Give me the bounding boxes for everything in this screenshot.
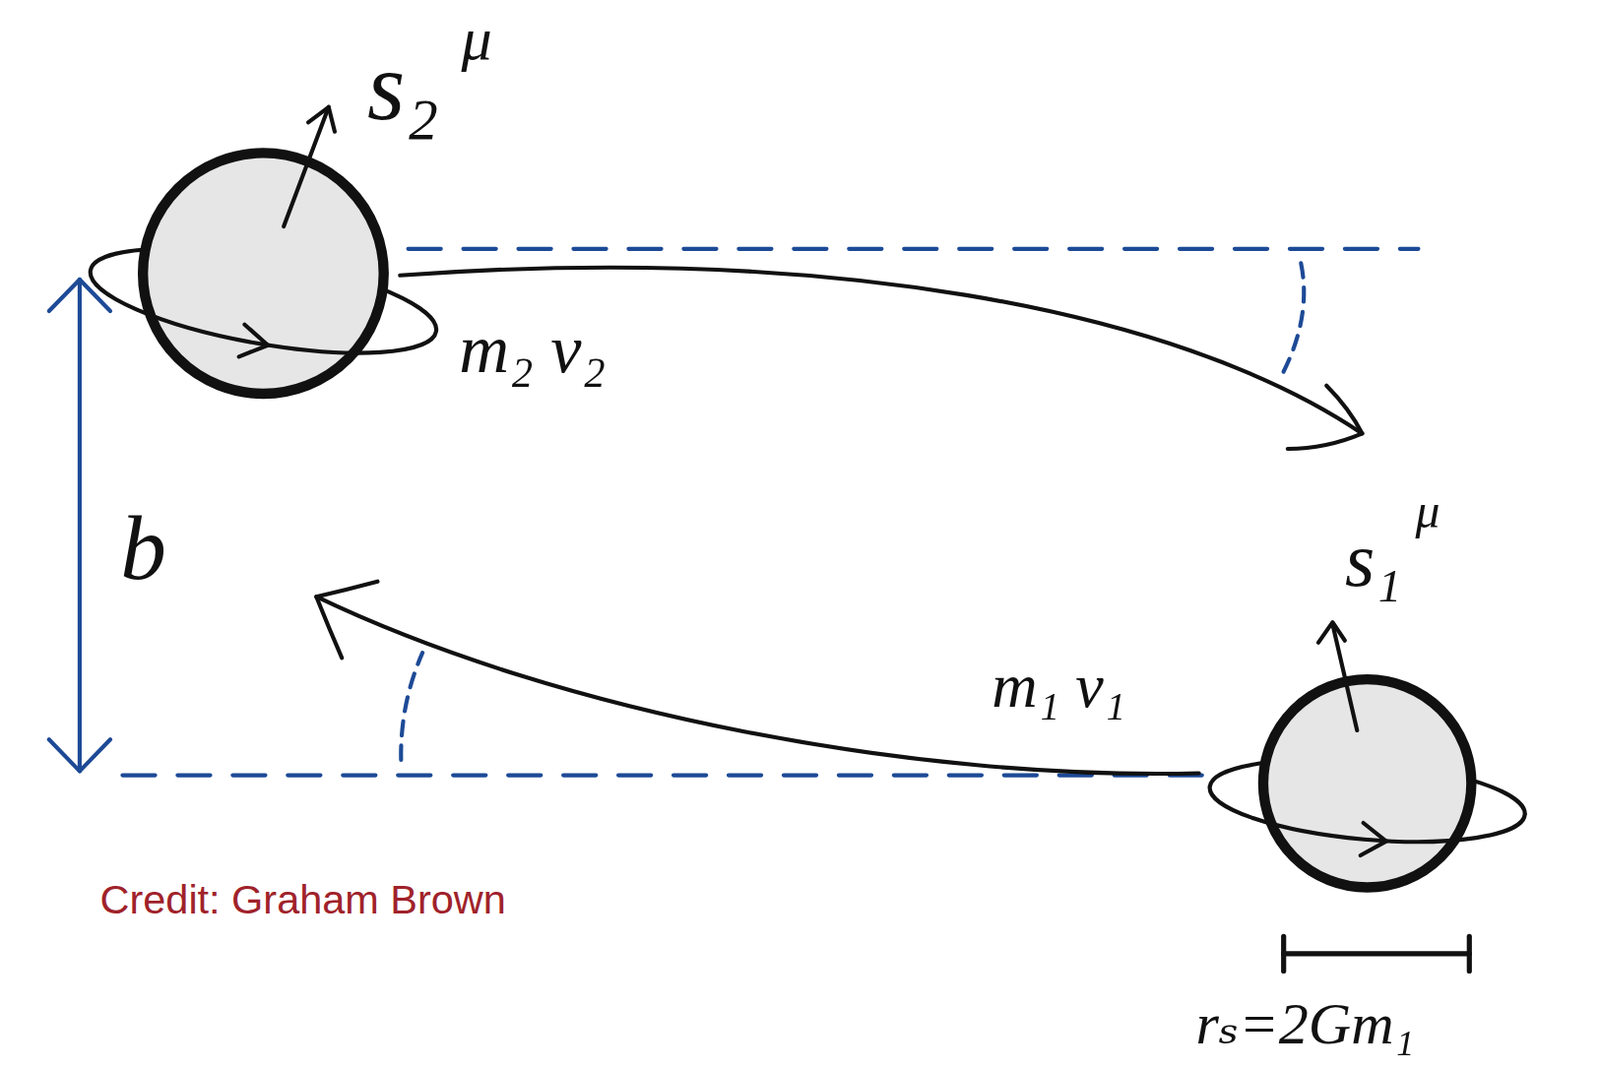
dimension-tick — [1467, 936, 1472, 971]
impact-parameter-arrow — [77, 279, 82, 771]
credit-note: Credit: Graham Brown — [100, 879, 507, 920]
spin-label: s₂ — [367, 38, 440, 135]
impact-parameter-label: b — [120, 502, 167, 594]
spin-ring — [1206, 786, 1525, 853]
dimension-tick — [1280, 936, 1286, 971]
arrow-head — [49, 279, 111, 312]
trajectory — [316, 596, 1199, 774]
spin-label: s₁ — [1344, 522, 1402, 600]
index-label: μ — [1414, 487, 1440, 537]
reference-line — [122, 772, 1215, 777]
momentum-label: m₂ v₂ — [458, 314, 606, 384]
body-circle — [142, 152, 384, 394]
spin-ring — [82, 270, 437, 375]
radius-label: rₛ=2Gm₁ — [1196, 994, 1415, 1054]
arrow-head — [1360, 823, 1389, 858]
body-circle — [1263, 679, 1472, 888]
spinning-body — [79, 107, 444, 394]
index-label: μ — [460, 7, 492, 69]
arrow-head — [1318, 622, 1345, 643]
arrow-head — [239, 324, 271, 362]
dimension-bracket — [1283, 951, 1471, 957]
arrow-head — [1287, 385, 1363, 449]
spinning-body — [1205, 622, 1529, 888]
spin-vector — [283, 107, 329, 227]
reference-line — [408, 247, 1419, 252]
trajectory — [399, 267, 1362, 435]
angle-arc — [400, 652, 423, 761]
arrow-head — [316, 581, 378, 659]
momentum-label: m₁ v₁ — [991, 654, 1126, 718]
angle-arc — [1280, 262, 1305, 378]
arrow-head — [308, 107, 335, 132]
arrow-head — [49, 739, 111, 771]
